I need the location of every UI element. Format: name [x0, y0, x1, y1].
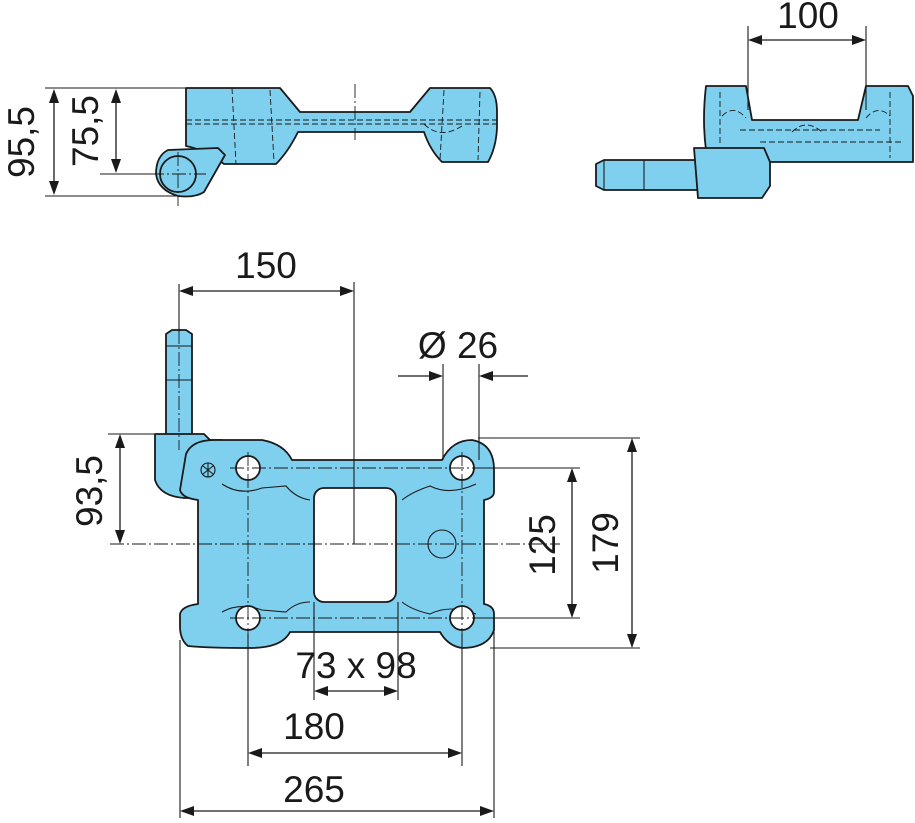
- label-side-pin-height: 75,5: [65, 95, 106, 167]
- label-end-width: 100: [777, 0, 839, 36]
- end-view-lug: [693, 147, 771, 199]
- label-pin-vertical-offset: 93,5: [69, 455, 110, 527]
- plan-view: [110, 329, 560, 649]
- side-view-body: [185, 87, 498, 165]
- dim-pin-offset: 150: [179, 245, 354, 296]
- plan-extension-lines: [108, 282, 640, 818]
- label-hole-spacing: 180: [283, 706, 345, 747]
- end-view-shaft: [595, 159, 701, 191]
- side-view: [45, 84, 498, 206]
- plan-view-cutout: [313, 487, 397, 603]
- label-outer-height: 179: [585, 512, 626, 574]
- dim-hole-spacing: 180: [248, 706, 462, 758]
- label-cutout-size: 73 x 98: [295, 645, 416, 686]
- label-side-overall-height: 95,5: [1, 106, 42, 178]
- dim-pin-vertical-offset: 93,5: [69, 434, 125, 544]
- label-inner-hole-spacing: 125: [522, 514, 563, 576]
- dim-outer-height: 179: [585, 438, 637, 648]
- dim-cutout-size: 73 x 98: [295, 645, 417, 696]
- label-hole-diameter: Ø 26: [418, 325, 498, 366]
- end-view: [595, 26, 914, 199]
- label-pin-offset: 150: [235, 245, 297, 286]
- dim-overall-width: 265: [180, 769, 494, 816]
- dim-side-overall-height: 95,5: [1, 89, 59, 195]
- label-overall-width: 265: [283, 769, 345, 810]
- dim-inner-hole-spacing: 125: [522, 468, 577, 618]
- dim-end-width: 100: [748, 0, 866, 45]
- dim-hole-diameter: Ø 26: [398, 325, 528, 381]
- dim-side-pin-height: 75,5: [65, 89, 121, 173]
